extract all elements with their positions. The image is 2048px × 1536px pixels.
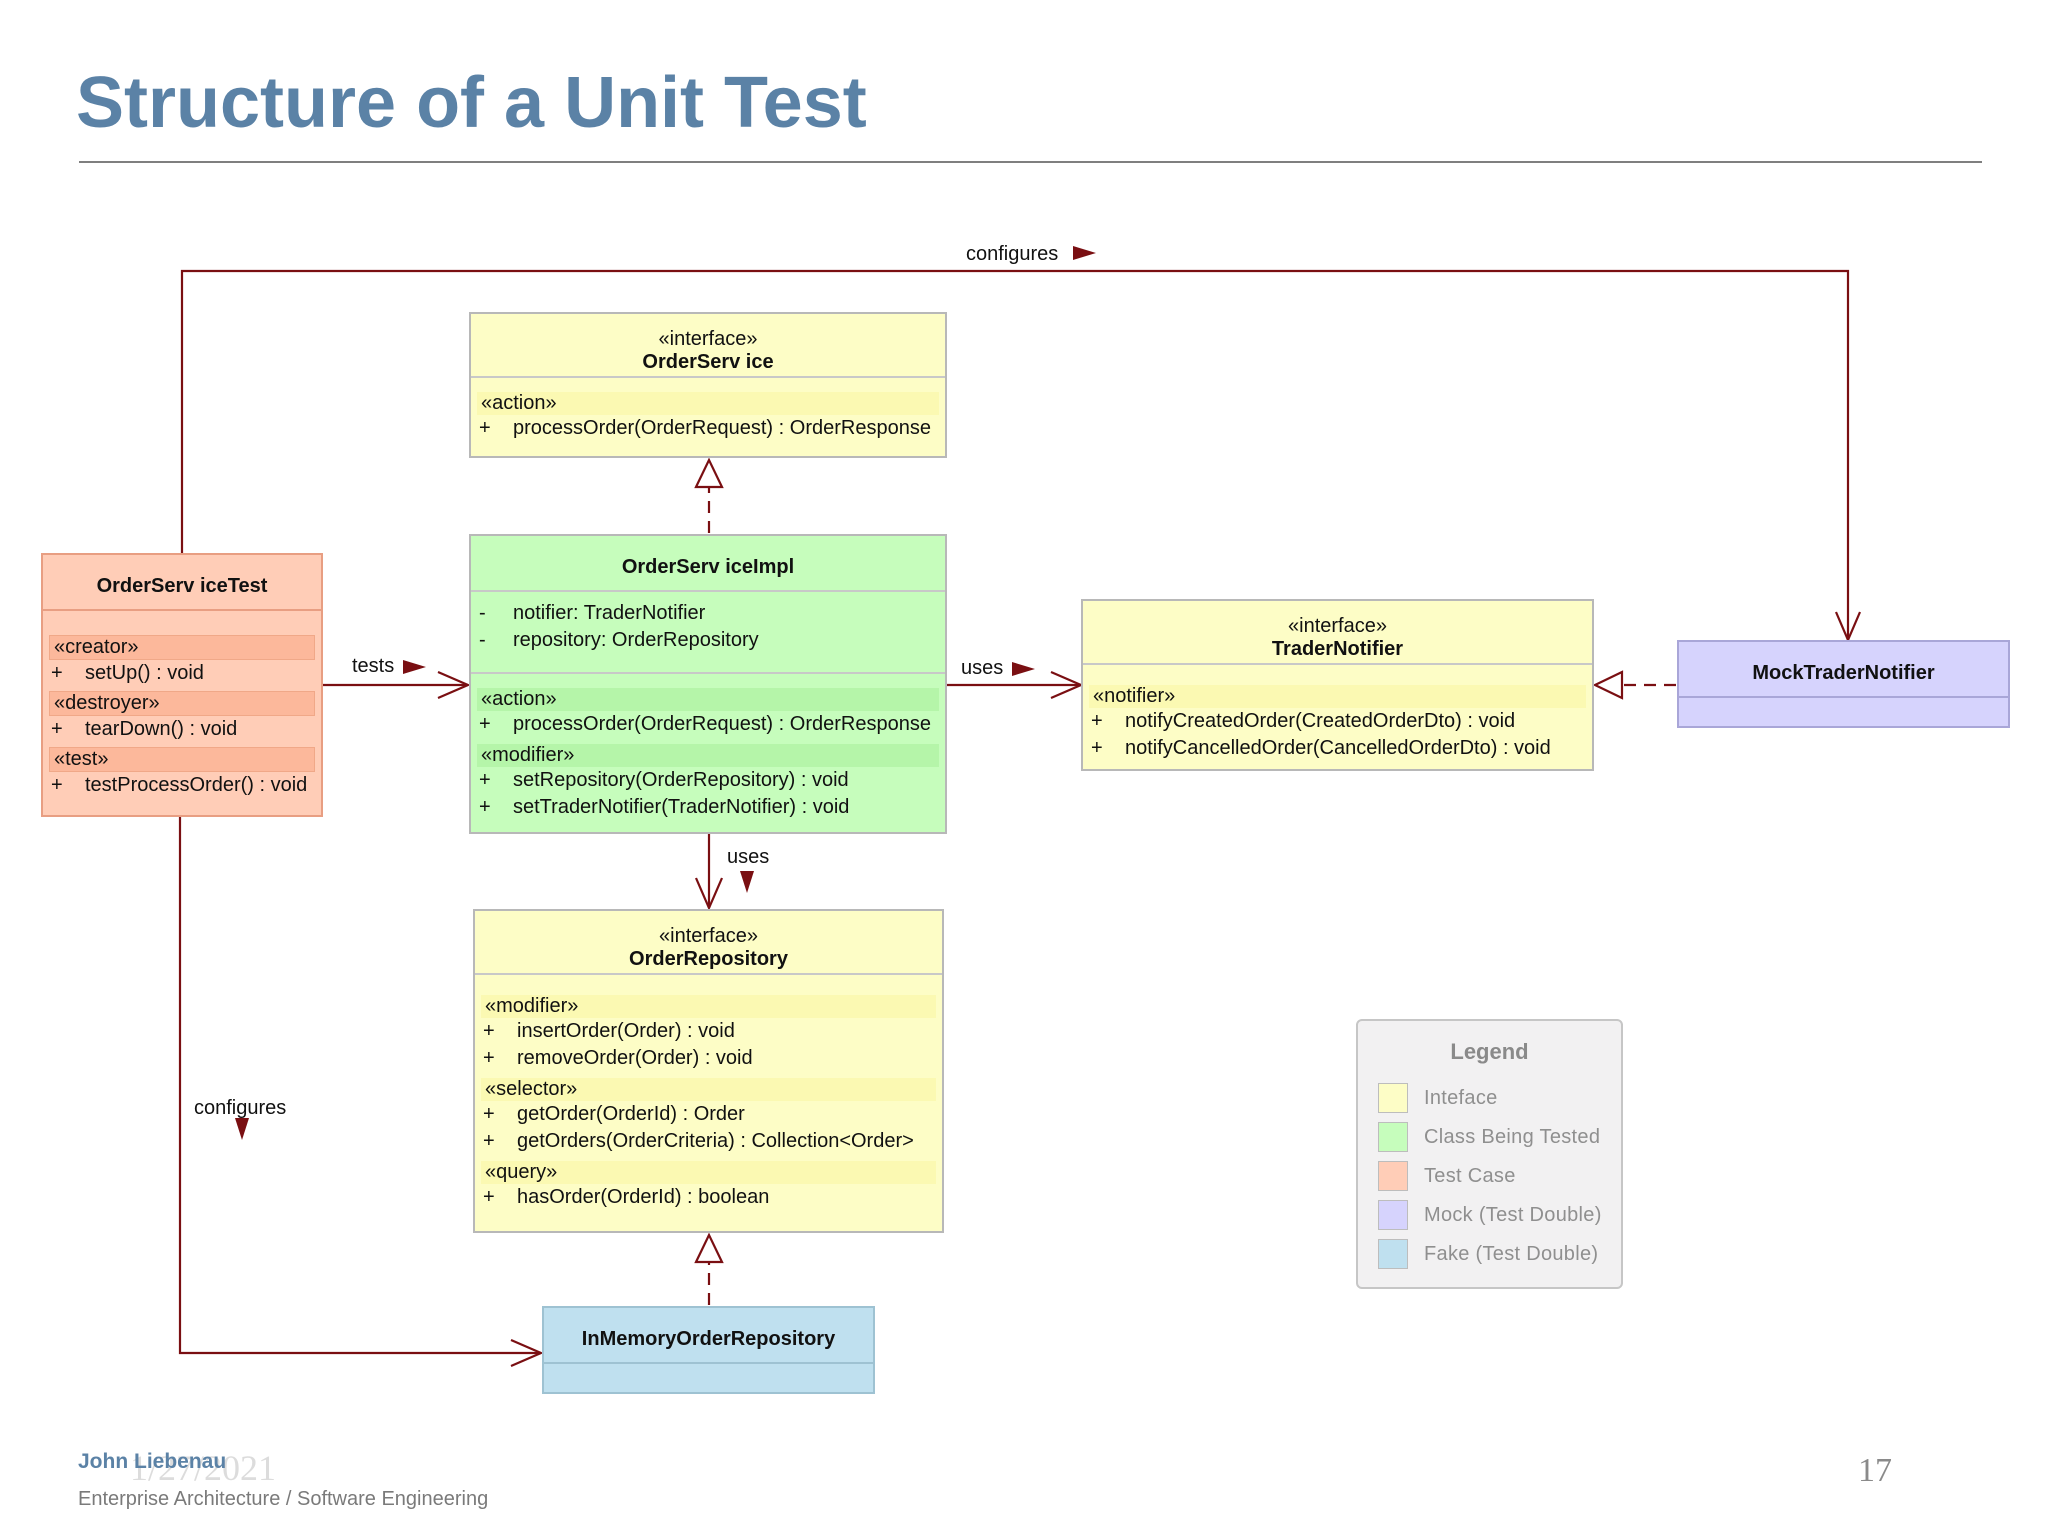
class-name: TraderNotifier — [1271, 638, 1404, 660]
configures-fake-connector — [178, 816, 541, 1355]
impl-realizes-arrowhead — [694, 457, 724, 489]
title-divider — [79, 161, 1982, 163]
configures-mock-connector — [180, 269, 1850, 640]
legend-swatch — [1378, 1122, 1408, 1152]
legend-label: Class Being Tested — [1424, 1126, 1601, 1148]
footer-subtitle: Enterprise Architecture / Software Engin… — [78, 1488, 489, 1510]
legend-label: Fake (Test Double) — [1424, 1243, 1599, 1265]
footer-author: John Liebenau — [78, 1450, 227, 1473]
class-name: MockTraderNotifier — [1752, 662, 1935, 684]
class-name: OrderRepository — [629, 948, 788, 970]
configures-down-direction-flag — [235, 1118, 249, 1140]
operation: +insertOrder(Order) : void — [483, 1020, 735, 1042]
operation: +getOrder(OrderId) : Order — [483, 1103, 745, 1125]
legend: Legend Inteface Class Being Tested Test … — [1356, 1019, 1623, 1289]
footer-date: 1/27/2021 — [130, 1448, 277, 1488]
tests-direction-flag — [403, 660, 426, 674]
uses-down-direction-flag — [740, 871, 754, 893]
attribute: -repository: OrderRepository — [479, 629, 759, 651]
group-stereotype: «modifier» — [477, 744, 939, 767]
group-stereotype: «test» — [49, 747, 315, 772]
operation: +testProcessOrder() : void — [51, 774, 308, 796]
operation: +setTraderNotifier(TraderNotifier) : voi… — [479, 796, 850, 818]
operation: +processOrder(OrderRequest) : OrderRespo… — [479, 713, 931, 735]
order-service-test-class[interactable]: OrderServ iceTest «creator» +setUp() : v… — [41, 553, 323, 817]
group-stereotype: «modifier» — [481, 995, 936, 1018]
class-name: OrderServ iceImpl — [621, 556, 795, 578]
stereotype-label: «interface» — [658, 328, 758, 350]
order-service-impl-class[interactable]: OrderServ iceImpl -notifier: TraderNotif… — [469, 534, 947, 834]
group-stereotype: «selector» — [481, 1078, 936, 1101]
operation: +notifyCreatedOrder(CreatedOrderDto) : v… — [1091, 710, 1516, 732]
operation: +processOrder(OrderRequest) : OrderRespo… — [479, 417, 931, 439]
legend-swatch — [1378, 1083, 1408, 1113]
uses-repository-arrowhead — [694, 877, 724, 911]
slide-title: Structure of a Unit Test — [76, 63, 867, 143]
group-stereotype: «creator» — [49, 635, 315, 660]
group-stereotype: «action» — [477, 392, 939, 415]
legend-swatch — [1378, 1239, 1408, 1269]
in-memory-order-repository-class[interactable]: InMemoryOrderRepository — [542, 1306, 875, 1394]
legend-swatch — [1378, 1161, 1408, 1191]
operation: +tearDown() : void — [51, 718, 238, 740]
configures-fake-label: configures — [194, 1097, 287, 1119]
trader-notifier-interface[interactable]: «interface» TraderNotifier «notifier» +n… — [1081, 599, 1594, 771]
operation: +setRepository(OrderRepository) : void — [479, 769, 849, 791]
operation: +getOrders(OrderCriteria) : Collection<O… — [483, 1130, 914, 1152]
mock-trader-notifier-class[interactable]: MockTraderNotifier — [1677, 640, 2010, 728]
group-stereotype: «notifier» — [1089, 685, 1586, 708]
legend-label: Mock (Test Double) — [1424, 1204, 1602, 1226]
operation: +removeOrder(Order) : void — [483, 1047, 753, 1069]
operation: +setUp() : void — [51, 662, 204, 684]
order-service-interface[interactable]: «interface» OrderServ ice «action» +proc… — [469, 312, 947, 458]
tests-arrowhead — [437, 670, 471, 700]
order-repository-interface[interactable]: «interface» OrderRepository «modifier» +… — [473, 909, 944, 1233]
uses-direction-flag — [1012, 662, 1035, 676]
stereotype-label: «interface» — [1288, 615, 1387, 637]
configures-fake-arrowhead — [510, 1338, 544, 1368]
configures-direction-flag — [1073, 246, 1096, 260]
uses-repository-label: uses — [727, 846, 770, 868]
group-stereotype: «destroyer» — [49, 691, 315, 716]
operation: +notifyCancelledOrder(CancelledOrderDto)… — [1091, 737, 1551, 759]
group-stereotype: «query» — [481, 1161, 936, 1184]
class-name: OrderServ iceTest — [96, 575, 268, 597]
attribute: -notifier: TraderNotifier — [479, 602, 706, 624]
configures-label: configures — [966, 243, 1059, 265]
legend-swatch — [1378, 1200, 1408, 1230]
legend-title: Legend — [1450, 1039, 1529, 1064]
group-stereotype: «action» — [477, 688, 939, 711]
stereotype-label: «interface» — [659, 925, 758, 947]
uses-label: uses — [961, 657, 1004, 679]
operation: +hasOrder(OrderId) : boolean — [483, 1186, 770, 1208]
legend-label: Test Case — [1424, 1165, 1516, 1187]
class-name: InMemoryOrderRepository — [581, 1328, 836, 1350]
page-number: 17 — [1858, 1452, 1892, 1489]
tests-label: tests — [352, 655, 395, 677]
mock-realizes-arrowhead — [1592, 670, 1624, 700]
inmemory-realizes-arrowhead — [694, 1232, 724, 1264]
class-name: OrderServ ice — [642, 351, 774, 373]
legend-label: Inteface — [1424, 1087, 1498, 1109]
